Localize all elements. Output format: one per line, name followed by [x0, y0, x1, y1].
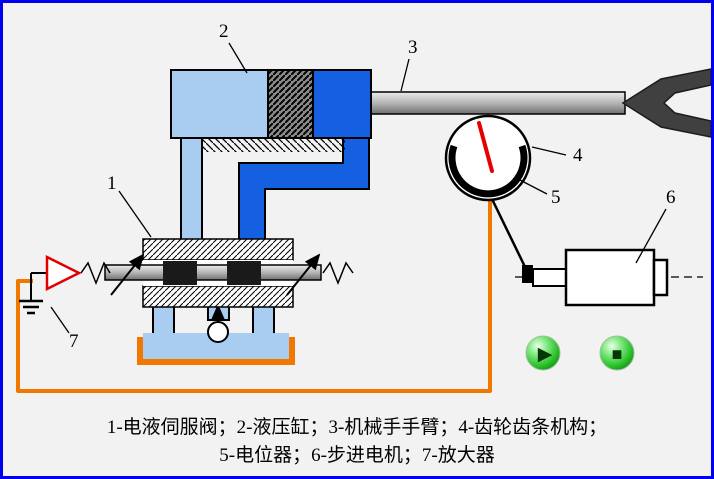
- spool-land-right: [227, 261, 261, 285]
- stop-icon: ■: [612, 344, 623, 364]
- linkage-rod: [490, 198, 529, 272]
- cylinder-chamber-right: [312, 69, 372, 139]
- valve-spool-rod: [104, 264, 322, 281]
- stepper-motor-assembly: [490, 198, 703, 307]
- part-label-3: 3: [400, 37, 418, 92]
- stop-button-sphere: [599, 335, 635, 371]
- valve-body-top: [142, 238, 294, 261]
- part-label-5: 5: [517, 178, 561, 208]
- part-label-4-text: 4: [573, 145, 583, 166]
- cylinder-mount-hatch: [203, 139, 345, 152]
- valve-spring-left: [80, 261, 111, 286]
- motor-coupler: [522, 265, 533, 283]
- dial-needle: [477, 121, 494, 173]
- valve-arrow-left: [110, 253, 145, 296]
- part-label-4-leader: [531, 146, 567, 156]
- cylinder-chamber-left: [170, 69, 269, 139]
- ground-symbol: [19, 299, 43, 315]
- servo-valve: [80, 238, 354, 308]
- motor-body: [564, 248, 656, 307]
- part-label-6-text: 6: [666, 187, 676, 208]
- part-label-1-text: 1: [107, 173, 117, 194]
- amplifier-triangle: [45, 254, 82, 292]
- manipulator-arm: [368, 91, 626, 115]
- hydraulic-cylinder: [170, 69, 372, 139]
- part-label-5-leader: [517, 178, 548, 195]
- part-label-2-text: 2: [219, 21, 229, 42]
- valve-body-bottom: [142, 285, 294, 308]
- gripper: [621, 68, 711, 138]
- servo-system-diagram: 1 2 3 4 5 6 7 ▶ ■ 1-电液伺服阀；2-液压缸；3-机械手手臂；…: [16, 21, 711, 466]
- motor-shaft: [532, 268, 567, 287]
- part-label-2: 2: [219, 21, 248, 74]
- feedback-wire: [16, 201, 492, 393]
- part-label-1: 1: [107, 173, 152, 238]
- play-button-sphere: [525, 335, 561, 371]
- part-label-6: 6: [635, 187, 676, 264]
- part-label-1-leader: [118, 190, 152, 238]
- part-label-3-leader: [400, 58, 410, 92]
- part-label-2-leader: [228, 42, 248, 74]
- part-label-5-text: 5: [551, 187, 561, 208]
- play-button[interactable]: ▶: [525, 335, 561, 371]
- gear-rack-dial: [444, 114, 532, 202]
- valve-arrow-right: [286, 253, 321, 296]
- caption-line-1: 1-电液伺服阀；2-液压缸；3-机械手手臂；4-齿轮齿条机构；: [107, 416, 607, 438]
- pump: [207, 304, 229, 343]
- piston: [267, 69, 314, 139]
- part-label-7: 7: [50, 306, 79, 352]
- part-label-7-text: 7: [69, 331, 79, 352]
- motor-end-cap: [652, 258, 669, 297]
- part-label-6-leader: [635, 208, 667, 264]
- amplifier: [19, 254, 82, 315]
- potentiometer-track: [448, 144, 528, 198]
- tank-shell: [137, 337, 295, 365]
- part-label-7-leader: [50, 306, 70, 334]
- caption-line-2: 5-电位器；6-步进电机；7-放大器: [219, 444, 494, 466]
- stop-button[interactable]: ■: [599, 335, 635, 371]
- part-label-3-text: 3: [408, 37, 418, 58]
- pump-circle: [207, 321, 229, 343]
- play-icon: ▶: [538, 344, 553, 365]
- cylinder-outline: [170, 69, 372, 139]
- part-label-4: 4: [531, 145, 583, 166]
- spool-land-left: [163, 261, 197, 285]
- valve-spring-right: [322, 261, 354, 286]
